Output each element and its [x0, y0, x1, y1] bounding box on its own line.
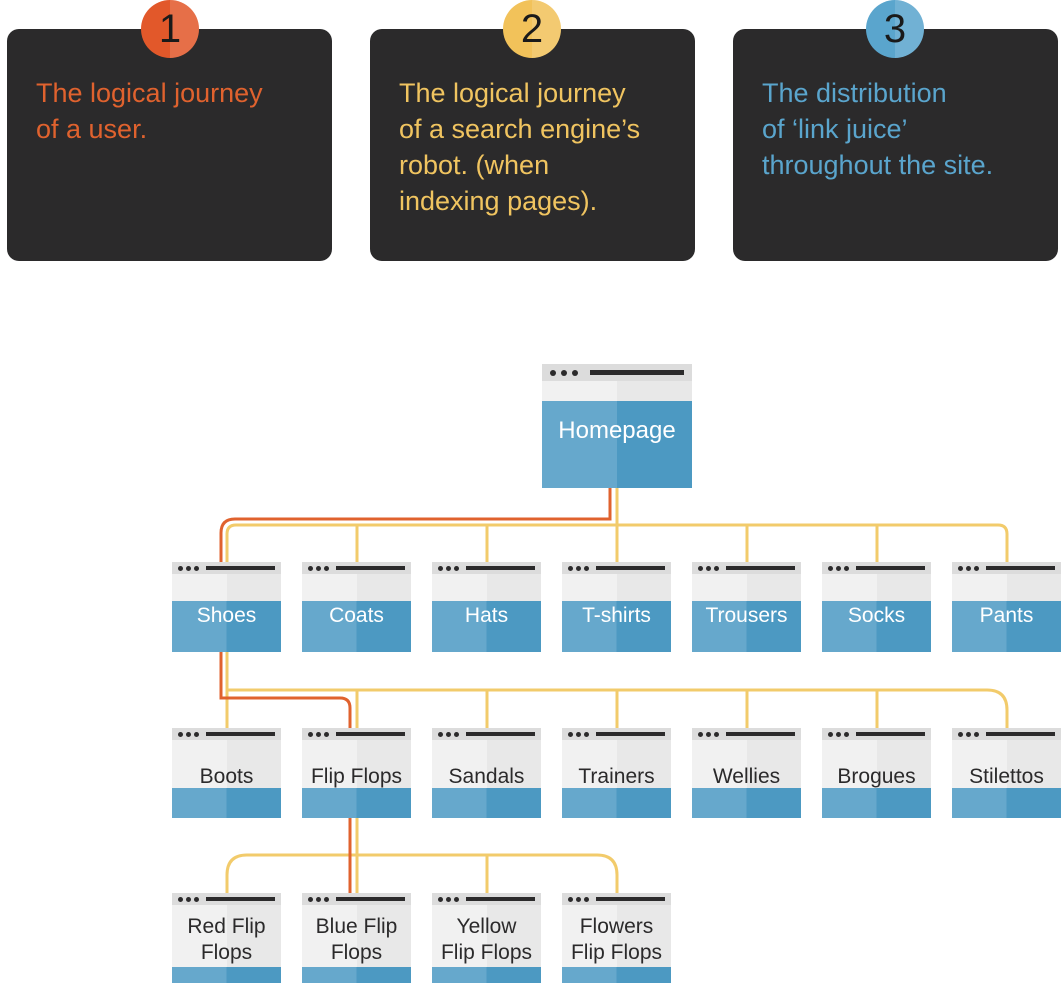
page-shoes: Shoes: [172, 562, 281, 652]
page-tshirts: T-shirts: [562, 562, 671, 652]
page-shoes-label: Shoes: [196, 604, 257, 627]
page-blue-flip-flops-label: Blue Flip Flops: [315, 915, 398, 964]
page-brogues: Brogues: [822, 728, 931, 818]
card-robot-journey: The logical journey of a search engine’s…: [370, 29, 695, 261]
page-red-flip-flops-label: Red Flip Flops: [187, 915, 266, 964]
page-coats: Coats: [302, 562, 411, 652]
page-flowers-flip-flops: Flowers Flip Flops: [562, 893, 671, 983]
page-sandals-label: Sandals: [448, 765, 525, 788]
page-flip-flops-label: Flip Flops: [310, 765, 403, 788]
badge-1: 1: [141, 0, 199, 58]
page-brogues-label: Brogues: [837, 765, 916, 788]
page-pants-label: Pants: [979, 604, 1034, 627]
page-boots-label: Boots: [199, 765, 254, 788]
page-coats-label: Coats: [329, 604, 384, 627]
page-homepage-label: Homepage: [558, 417, 676, 444]
page-pants: Pants: [952, 562, 1061, 652]
page-sandals: Sandals: [432, 728, 541, 818]
page-trousers: Trousers: [692, 562, 801, 652]
robot-path-level1: [225, 488, 619, 562]
page-wellies-label: Wellies: [712, 765, 781, 788]
page-boots: Boots: [172, 728, 281, 818]
page-flip-flops: Flip Flops: [302, 728, 411, 818]
page-flowers-flip-flops-label: Flowers Flip Flops: [570, 915, 663, 964]
page-trainers: Trainers: [562, 728, 671, 818]
card-link-juice: The distribution of ‘link juice’ through…: [733, 29, 1058, 261]
page-socks: Socks: [822, 562, 931, 652]
badge-3: 3: [866, 0, 924, 58]
page-stilettos-label: Stilettos: [969, 765, 1044, 788]
robot-path-level1-bar: [617, 523, 1009, 562]
page-red-flip-flops: Red Flip Flops: [172, 893, 281, 983]
robot-path-level3-left: [225, 853, 248, 893]
badge-2: 2: [503, 0, 561, 58]
robot-path-level3-bar: [247, 853, 619, 893]
page-socks-label: Socks: [847, 604, 906, 627]
user-path-home-shoes: [219, 488, 612, 562]
robot-path-level2-bar: [227, 688, 1009, 728]
page-blue-flip-flops: Blue Flip Flops: [302, 893, 411, 983]
page-tshirts-label: T-shirts: [582, 604, 651, 627]
card-user-journey-text: The logical journey of a user.: [36, 78, 263, 144]
card-link-juice-text: The distribution of ‘link juice’ through…: [762, 78, 994, 180]
page-yellow-flip-flops-label: Yellow Flip Flops: [440, 915, 533, 964]
page-trainers-label: Trainers: [578, 765, 655, 788]
page-wellies: Wellies: [692, 728, 801, 818]
page-yellow-flip-flops: Yellow Flip Flops: [432, 893, 541, 983]
page-hats: Hats: [432, 562, 541, 652]
page-stilettos: Stilettos: [952, 728, 1061, 818]
card-robot-journey-text: The logical journey of a search engine’s…: [399, 78, 641, 216]
page-hats-label: Hats: [464, 604, 509, 627]
card-user-journey: The logical journey of a user.: [7, 29, 332, 261]
user-path-shoes-flipflops: [219, 652, 352, 728]
page-trousers-label: Trousers: [705, 604, 788, 627]
page-homepage: Homepage: [542, 364, 692, 488]
